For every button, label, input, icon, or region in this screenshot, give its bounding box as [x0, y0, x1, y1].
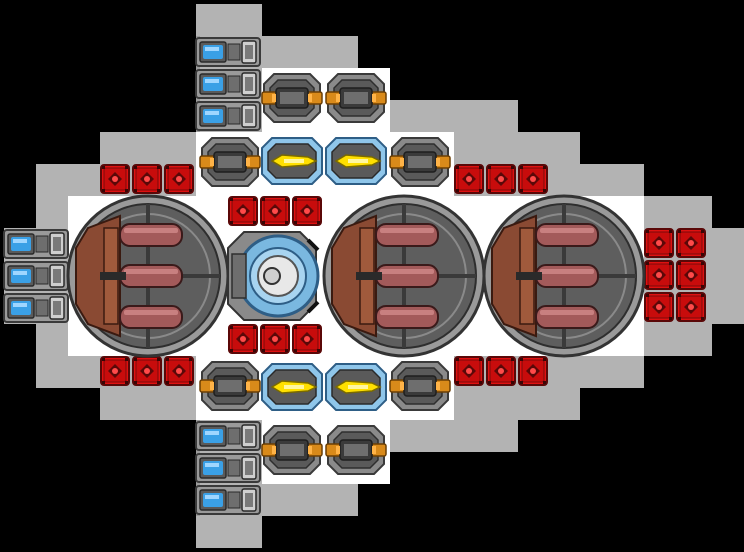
turret-icon	[199, 361, 261, 411]
thruster-icon	[3, 229, 69, 259]
missile-pod-icon	[482, 194, 646, 358]
laser-icon	[325, 363, 387, 411]
thruster-icon	[3, 261, 69, 291]
thruster-icon	[195, 421, 261, 451]
turret-icon	[325, 425, 387, 475]
shield-generator-icon	[226, 230, 320, 322]
armor-block-icon	[486, 356, 516, 386]
armor-block-icon	[228, 196, 258, 226]
armor-block-icon	[486, 164, 516, 194]
thruster-icon	[195, 485, 261, 515]
armor-block-icon	[132, 164, 162, 194]
thruster-icon	[195, 37, 261, 67]
armor-block-icon	[644, 228, 674, 258]
turret-icon	[389, 361, 451, 411]
armor-block-icon	[100, 356, 130, 386]
armor-block-icon	[132, 356, 162, 386]
armor-block-icon	[100, 164, 130, 194]
turret-icon	[199, 137, 261, 187]
armor-block-icon	[260, 324, 290, 354]
armor-block-icon	[644, 292, 674, 322]
armor-block-icon	[676, 228, 706, 258]
armor-block-icon	[518, 356, 548, 386]
armor-block-icon	[676, 260, 706, 290]
armor-block-icon	[260, 196, 290, 226]
armor-block-icon	[676, 292, 706, 322]
turret-icon	[261, 73, 323, 123]
armor-block-icon	[164, 164, 194, 194]
thruster-icon	[195, 453, 261, 483]
module-layer	[3, 37, 706, 515]
thruster-icon	[195, 69, 261, 99]
armor-block-icon	[518, 164, 548, 194]
armor-block-icon	[292, 196, 322, 226]
laser-icon	[261, 363, 323, 411]
laser-icon	[261, 137, 323, 185]
turret-icon	[261, 425, 323, 475]
armor-block-icon	[644, 260, 674, 290]
armor-block-icon	[164, 356, 194, 386]
armor-block-icon	[228, 324, 258, 354]
armor-block-icon	[454, 164, 484, 194]
armor-block-icon	[292, 324, 322, 354]
missile-pod-icon	[66, 194, 230, 358]
turret-icon	[389, 137, 451, 187]
armor-block-icon	[454, 356, 484, 386]
missile-pod-icon	[322, 194, 486, 358]
turret-icon	[325, 73, 387, 123]
thruster-icon	[195, 101, 261, 131]
laser-icon	[325, 137, 387, 185]
thruster-icon	[3, 293, 69, 323]
